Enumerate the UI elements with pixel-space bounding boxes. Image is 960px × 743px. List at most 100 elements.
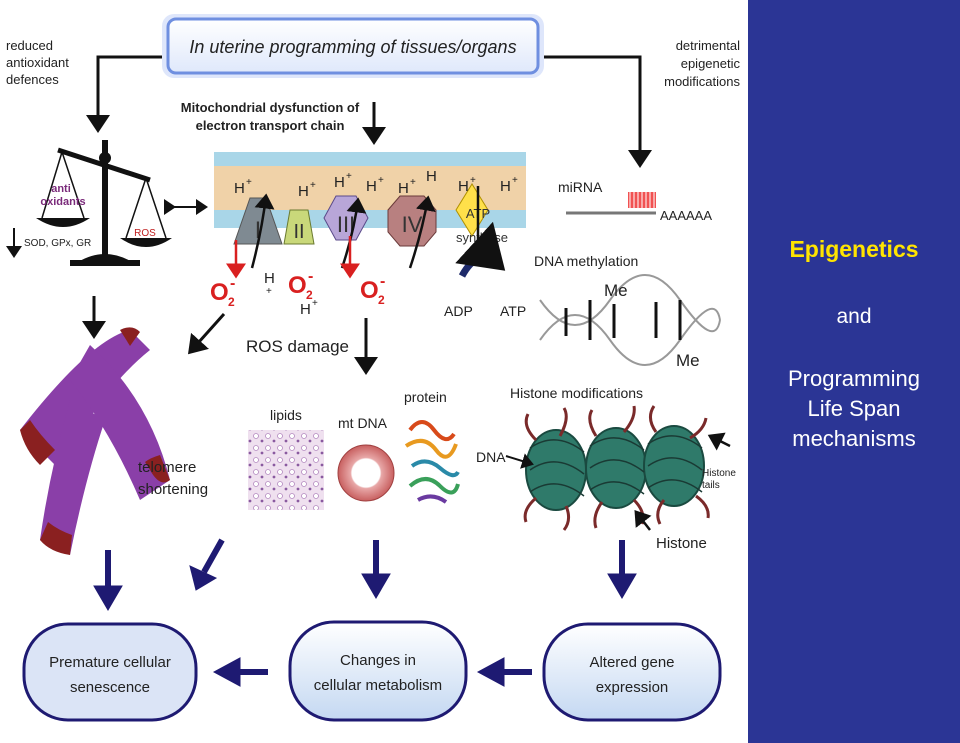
histone-tails-label-1: Histone: [702, 468, 736, 479]
dna-label: DNA: [476, 449, 506, 465]
svg-text:+: +: [246, 177, 252, 188]
mirna-label: miRNA: [558, 179, 603, 195]
outcome-box-senescence: [22, 622, 198, 722]
svg-text:H: H: [366, 178, 377, 195]
svg-text:+: +: [470, 175, 476, 186]
protein-label: protein: [404, 389, 447, 405]
scale-antioxidant-1: anti: [51, 183, 71, 195]
slide-and: and: [836, 305, 872, 328]
header-box: [166, 17, 540, 75]
complex-iii: III: [337, 212, 355, 237]
svg-text:-: -: [380, 273, 385, 290]
right-label-1: detrimental: [676, 38, 740, 53]
arrow-histone-tails: [707, 432, 731, 451]
lipids-label: lipids: [270, 407, 302, 423]
navy-down-arrows: [93, 538, 637, 611]
svg-text:H: H: [500, 178, 511, 195]
outcome-box-gene-expression: [542, 622, 722, 722]
slide-subtitle: Programming Life Span mechanisms: [748, 364, 960, 454]
outcome-3-line-1: Altered gene: [589, 654, 674, 671]
svg-text:H: H: [458, 178, 469, 195]
left-label-1: reduced: [6, 38, 53, 53]
right-label-2: epigenetic: [681, 56, 741, 71]
outcome-2-line-1: Changes in: [340, 652, 416, 669]
svg-text:+: +: [310, 180, 316, 191]
svg-text:+: +: [378, 175, 384, 186]
scale-enzymes: SOD, GPx, GR: [24, 238, 91, 249]
nucleosome-icon: [523, 405, 710, 531]
lipid-tissue-image: [248, 430, 324, 510]
mt-dna-label: mt DNA: [338, 415, 388, 431]
outcome-3-line-2: expression: [596, 679, 669, 696]
svg-text:O: O: [288, 272, 307, 299]
adp-label: ADP: [444, 303, 473, 319]
histone-mod-label: Histone modifications: [510, 385, 643, 401]
poly-a-label: AAAAAA: [660, 208, 712, 223]
navy-left-arrows: [212, 657, 532, 687]
svg-text:H: H: [234, 180, 245, 197]
balance-scale-icon: [36, 140, 172, 266]
histone-tails-label-2: tails: [702, 480, 720, 491]
arrow-histone: [634, 510, 652, 531]
atp-label: ATP: [500, 303, 526, 319]
svg-text:H: H: [300, 301, 311, 318]
diagram-panel: In uterine programming of tissues/organs…: [0, 0, 748, 743]
histone-label: Histone: [656, 535, 707, 552]
chromosome-icon: [20, 327, 170, 555]
svg-text:H: H: [298, 183, 309, 200]
telomere-label-2: shortening: [138, 481, 208, 498]
proton-pump-arrows: [250, 186, 506, 278]
slide-title: Epigenetics: [789, 236, 919, 262]
svg-text:2: 2: [228, 295, 235, 309]
methyl-label-bottom: Me: [676, 351, 700, 370]
svg-text:H: H: [426, 168, 437, 185]
svg-text:+: +: [410, 177, 416, 188]
outcome-1-line-2: senescence: [70, 679, 150, 696]
h-plus-labels: H+ H+ H+ H+ H+ H H+ H+ H+ H+: [234, 168, 518, 318]
scale-antioxidant-2: oxidants: [40, 196, 85, 208]
svg-text:O: O: [210, 279, 229, 306]
complex-i: I: [255, 217, 262, 244]
subtitle-line-3: mechanisms: [792, 426, 916, 451]
svg-text:-: -: [230, 275, 235, 292]
methyl-label-top: Me: [604, 281, 628, 300]
atp-synthase-label-2: synthase: [456, 230, 508, 245]
complex-iv: IV: [402, 212, 423, 237]
svg-text:H: H: [334, 174, 345, 191]
ros-damage-label: ROS damage: [246, 337, 349, 356]
outcome-2-line-2: cellular metabolism: [314, 677, 442, 694]
mito-label-2: electron transport chain: [196, 118, 345, 133]
subtitle-line-2: Life Span: [807, 396, 901, 421]
svg-text:+: +: [312, 298, 318, 309]
mito-label-1: Mitochondrial dysfunction of: [181, 100, 360, 115]
header-title: In uterine programming of tissues/organs: [189, 37, 516, 57]
arrow-dna: [505, 453, 534, 469]
svg-text:O: O: [360, 277, 379, 304]
outcome-box-metabolism: [288, 620, 468, 722]
left-label-2: antioxidant: [6, 55, 69, 70]
mt-dna-ring-icon: [337, 444, 395, 502]
scale-ros: ROS: [134, 228, 156, 239]
svg-text:2: 2: [378, 293, 385, 307]
svg-text:2: 2: [306, 288, 313, 302]
arrow-header-to-mirna: [544, 55, 652, 168]
left-label-3: defences: [6, 72, 59, 87]
svg-text:H: H: [264, 270, 275, 287]
complex-ii: II: [293, 221, 304, 243]
dna-methylation-label: DNA methylation: [534, 253, 638, 269]
diagram-canvas: In uterine programming of tissues/organs…: [6, 14, 741, 722]
mirna-hairpin-icon: [628, 192, 656, 208]
svg-text:+: +: [346, 171, 352, 182]
svg-text:+: +: [266, 286, 272, 297]
dna-helix-icon: [539, 274, 721, 366]
right-label-3: modifications: [664, 74, 740, 89]
subtitle-line-1: Programming: [787, 366, 921, 391]
telomere-label-1: telomere: [138, 459, 196, 476]
svg-text:-: -: [308, 268, 313, 285]
svg-text:+: +: [512, 175, 518, 186]
arrow-ros-to-chromosome: [187, 312, 226, 355]
arrow-header-to-scale: [86, 55, 162, 133]
protein-structure-icon: [404, 420, 460, 504]
outcome-1-line-1: Premature cellular: [49, 654, 171, 671]
